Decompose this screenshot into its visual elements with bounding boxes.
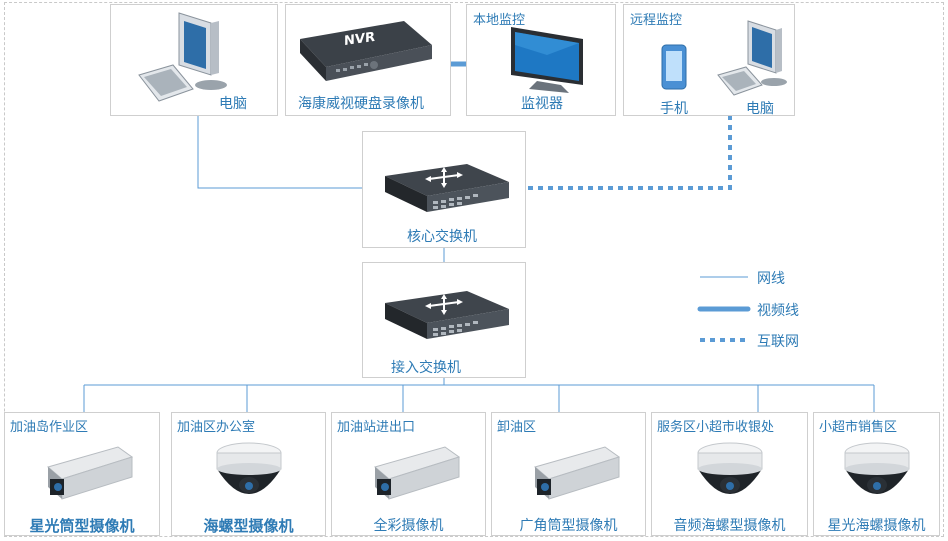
access-switch-caption: 接入交换机 xyxy=(391,360,461,376)
switch-icon xyxy=(385,291,509,339)
nvr-recorder-icon xyxy=(300,21,432,81)
camera-area-label: 加油站进出口 xyxy=(337,420,416,435)
bullet-camera-icon xyxy=(46,446,134,500)
dome-camera-icon xyxy=(844,442,909,494)
camera-node[interactable]: 加油站进出口全彩摄像机 xyxy=(331,412,486,536)
access-switch-node[interactable]: 接入交换机 xyxy=(362,262,526,378)
dome-camera-icon xyxy=(697,442,762,494)
local-monitoring-node[interactable]: 本地监控 监视器 xyxy=(466,4,616,116)
pc-caption: 电脑 xyxy=(219,96,247,112)
camera-node[interactable]: 小超市销售区星光海螺摄像机 xyxy=(813,412,940,536)
nvr-caption: 海康威视硬盘录像机 xyxy=(298,96,424,112)
camera-caption: 海螺型摄像机 xyxy=(203,517,294,535)
core-switch-caption: 核心交换机 xyxy=(407,229,477,245)
core-switch-node[interactable]: 核心交换机 xyxy=(362,131,526,248)
camera-node[interactable]: 加油区办公室海螺型摄像机 xyxy=(171,412,326,536)
dome-camera-icon xyxy=(216,442,281,494)
remote-computer-icon xyxy=(717,20,787,96)
camera-node[interactable]: 服务区小超市收银处音频海螺型摄像机 xyxy=(651,412,808,536)
desktop-computer-icon xyxy=(138,12,227,102)
pc-to-core-line xyxy=(197,116,362,189)
internet-line xyxy=(528,116,732,190)
monitor-display-icon xyxy=(511,27,583,93)
legend-label: 视频线 xyxy=(757,303,799,319)
legend-label: 互联网 xyxy=(757,334,799,350)
camera-node[interactable]: 加油岛作业区星光筒型摄像机 xyxy=(4,412,160,536)
monitor-caption: 监视器 xyxy=(521,96,563,112)
camera-area-label: 服务区小超市收银处 xyxy=(657,420,775,435)
bullet-camera-icon xyxy=(373,446,460,500)
camera-area-label: 小超市销售区 xyxy=(819,420,898,435)
camera-caption: 全彩摄像机 xyxy=(373,518,444,534)
bullet-camera-icon xyxy=(533,446,620,500)
camera-area-label: 加油区办公室 xyxy=(177,420,256,435)
mobile-phone-icon xyxy=(661,44,687,90)
phone-caption: 手机 xyxy=(660,101,688,117)
camera-area-label: 卸油区 xyxy=(497,420,537,435)
switch-icon xyxy=(385,164,509,212)
local-monitoring-title: 本地监控 xyxy=(473,13,526,28)
camera-caption: 广角筒型摄像机 xyxy=(519,518,618,534)
camera-caption: 星光海螺摄像机 xyxy=(827,518,926,534)
camera-area-label: 加油岛作业区 xyxy=(10,420,89,435)
remote-monitoring-node[interactable]: 远程监控 手机 电脑 xyxy=(623,4,795,117)
camera-caption: 星光筒型摄像机 xyxy=(29,517,135,535)
pc-node[interactable]: 电脑 xyxy=(110,4,278,116)
camera-caption: 音频海螺型摄像机 xyxy=(673,518,786,534)
nvr-node[interactable]: NVR 海康威视硬盘录像机 xyxy=(285,4,451,116)
diagram-frame xyxy=(4,2,944,537)
remote-pc-caption: 电脑 xyxy=(746,101,774,117)
remote-monitoring-title: 远程监控 xyxy=(630,13,683,28)
legend-label: 网线 xyxy=(757,271,785,287)
camera-node[interactable]: 卸油区广角筒型摄像机 xyxy=(491,412,646,536)
